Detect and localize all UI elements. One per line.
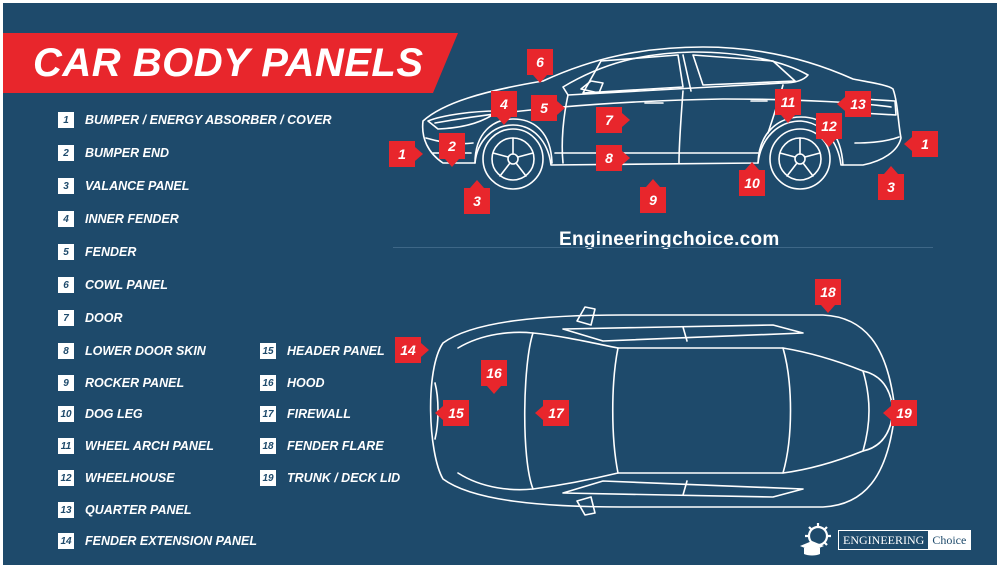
legend-item: 8 LOWER DOOR SKIN (58, 342, 206, 360)
legend-label: FENDER (85, 245, 137, 259)
legend-label: QUARTER PANEL (85, 503, 192, 517)
legend-number: 12 (58, 470, 74, 486)
legend-item: 15 HEADER PANEL (260, 342, 385, 360)
legend-label: TRUNK / DECK LID (287, 471, 401, 485)
legend-label: FENDER FLARE (287, 439, 384, 453)
legend-item: 5 FENDER (58, 243, 136, 261)
logo-wordmark: ENGINEERING Choice (838, 530, 972, 550)
legend-label: BUMPER END (85, 146, 170, 160)
page-title: CAR BODY PANELS (33, 41, 424, 85)
infographic: CAR BODY PANELS 1 BUMPER / ENERGY ABSORBE… (3, 3, 997, 565)
legend-label: BUMPER / ENERGY ABSORBER / COVER (85, 113, 332, 127)
legend-number: 18 (260, 438, 276, 454)
legend-number: 7 (58, 310, 74, 326)
legend-item: 10 DOG LEG (58, 405, 143, 423)
legend-number: 1 (58, 112, 74, 128)
logo-word-choice: Choice (928, 531, 971, 549)
legend-item: 11 WHEEL ARCH PANEL (58, 437, 214, 455)
banner-shape (3, 33, 458, 93)
gear-graduation-cap-icon (800, 523, 831, 556)
legend-item: 4 INNER FENDER (58, 210, 179, 228)
legend-label: DOG LEG (85, 407, 143, 421)
legend-label: LOWER DOOR SKIN (85, 344, 206, 358)
legend-number: 5 (58, 244, 74, 260)
legend-number: 6 (58, 277, 74, 293)
legend-item: 12 WHEELHOUSE (58, 469, 175, 487)
legend-number: 19 (260, 470, 276, 486)
legend-item: 7 DOOR (58, 309, 123, 327)
legend-label: HOOD (287, 376, 325, 390)
legend-number: 9 (58, 375, 74, 391)
legend-item: 16 HOOD (260, 374, 325, 392)
legend-item: 18 FENDER FLARE (260, 437, 384, 455)
car-top-view (429, 306, 896, 516)
legend-number: 16 (260, 375, 276, 391)
legend-label: FENDER EXTENSION PANEL (85, 534, 258, 548)
legend-label: HEADER PANEL (287, 344, 385, 358)
legend-item: 17 FIREWALL (260, 405, 351, 423)
legend-label: FIREWALL (287, 407, 351, 421)
legend-label: INNER FENDER (85, 212, 179, 226)
legend-number: 4 (58, 211, 74, 227)
legend-item: 13 QUARTER PANEL (58, 501, 192, 519)
legend-number: 14 (58, 533, 74, 549)
legend-number: 13 (58, 502, 74, 518)
legend-item: 9 ROCKER PANEL (58, 374, 184, 392)
legend-number: 3 (58, 178, 74, 194)
legend-label: WHEEL ARCH PANEL (85, 439, 214, 453)
legend-number: 2 (58, 145, 74, 161)
legend-label: WHEELHOUSE (85, 471, 175, 485)
legend-label: VALANCE PANEL (85, 179, 190, 193)
legend-number: 11 (58, 438, 74, 454)
car-drawings (421, 46, 902, 516)
website-text: Engineeringchoice.com (559, 229, 780, 250)
legend-item: 1 BUMPER / ENERGY ABSORBER / COVER (58, 111, 332, 129)
legend-number: 8 (58, 343, 74, 359)
legend-item: 19 TRUNK / DECK LID (260, 469, 400, 487)
legend-label: ROCKER PANEL (85, 376, 185, 390)
legend-number: 15 (260, 343, 276, 359)
car-side-view (421, 46, 902, 190)
legend-item: 3 VALANCE PANEL (58, 177, 189, 195)
legend-label: COWL PANEL (85, 278, 168, 292)
legend-item: 14 FENDER EXTENSION PANEL (58, 532, 257, 550)
legend-item: 6 COWL PANEL (58, 276, 168, 294)
legend-number: 10 (58, 406, 74, 422)
brand-logo: ENGINEERING Choice (796, 520, 972, 558)
legend-label: DOOR (85, 311, 123, 325)
legend-item: 2 BUMPER END (58, 144, 169, 162)
divider-line (393, 247, 933, 248)
legend-number: 17 (260, 406, 276, 422)
logo-word-engineering: ENGINEERING (839, 531, 929, 549)
title-banner (3, 33, 458, 93)
